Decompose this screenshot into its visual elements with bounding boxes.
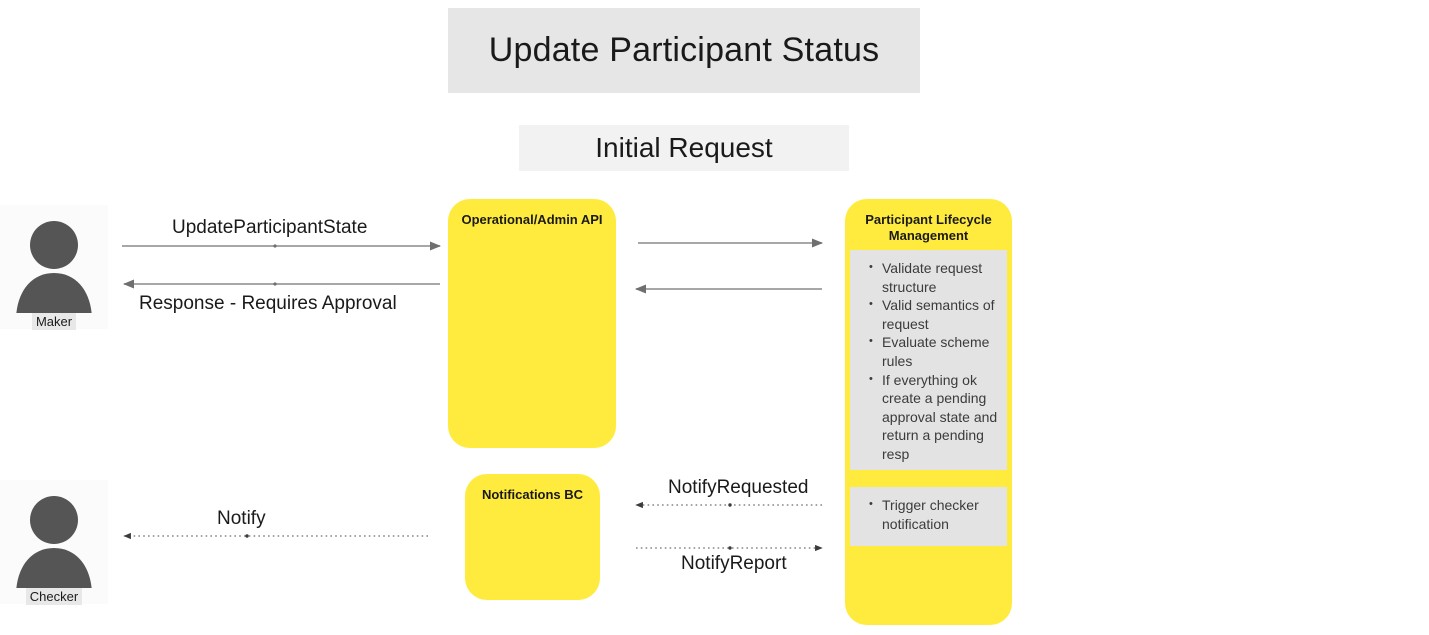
actor-maker-label: Maker bbox=[31, 313, 77, 330]
actor-maker-label-wrap: Maker bbox=[0, 313, 108, 330]
component-plm-title: Participant Lifecycle Management bbox=[865, 212, 992, 244]
arrow-label-update-participant-state: UpdateParticipantState bbox=[172, 217, 368, 238]
arrow-label-response-requires-approval: Response - Requires Approval bbox=[139, 293, 397, 314]
actor-checker-label: Checker bbox=[25, 588, 83, 605]
component-admin-api-title: Operational/Admin API bbox=[461, 212, 603, 227]
diagram-phase-banner: Initial Request bbox=[519, 125, 849, 171]
component-admin-api[interactable]: Operational/Admin API bbox=[448, 199, 616, 448]
note-trigger-list: Trigger checker notification bbox=[856, 495, 1001, 533]
note-validation-steps: Validate request structure Valid semanti… bbox=[850, 250, 1007, 470]
person-icon bbox=[0, 205, 108, 313]
list-item: Validate request structure bbox=[869, 258, 1001, 296]
diagram-title: Update Participant Status bbox=[488, 31, 880, 69]
list-item: Evaluate scheme rules bbox=[869, 332, 1001, 370]
list-item: If everything ok create a pending approv… bbox=[869, 370, 1001, 464]
actor-checker[interactable]: Checker bbox=[0, 480, 108, 605]
list-item: Trigger checker notification bbox=[869, 495, 1001, 533]
actor-maker[interactable]: Maker bbox=[0, 205, 108, 330]
component-notifications-bc-title: Notifications BC bbox=[481, 487, 584, 502]
note-validation-list: Validate request structure Valid semanti… bbox=[856, 258, 1001, 464]
person-icon bbox=[0, 480, 108, 588]
arrow-label-notify: Notify bbox=[217, 508, 266, 529]
component-notifications-bc[interactable]: Notifications BC bbox=[465, 474, 600, 600]
actor-checker-label-wrap: Checker bbox=[0, 588, 108, 605]
arrow-label-notify-requested: NotifyRequested bbox=[668, 477, 809, 498]
list-item: Valid semantics of request bbox=[869, 295, 1001, 333]
arrow-label-notify-report: NotifyReport bbox=[681, 553, 787, 574]
diagram-title-banner: Update Participant Status bbox=[448, 8, 920, 93]
diagram-phase-label: Initial Request bbox=[595, 132, 773, 163]
note-trigger-steps: Trigger checker notification bbox=[850, 487, 1007, 546]
